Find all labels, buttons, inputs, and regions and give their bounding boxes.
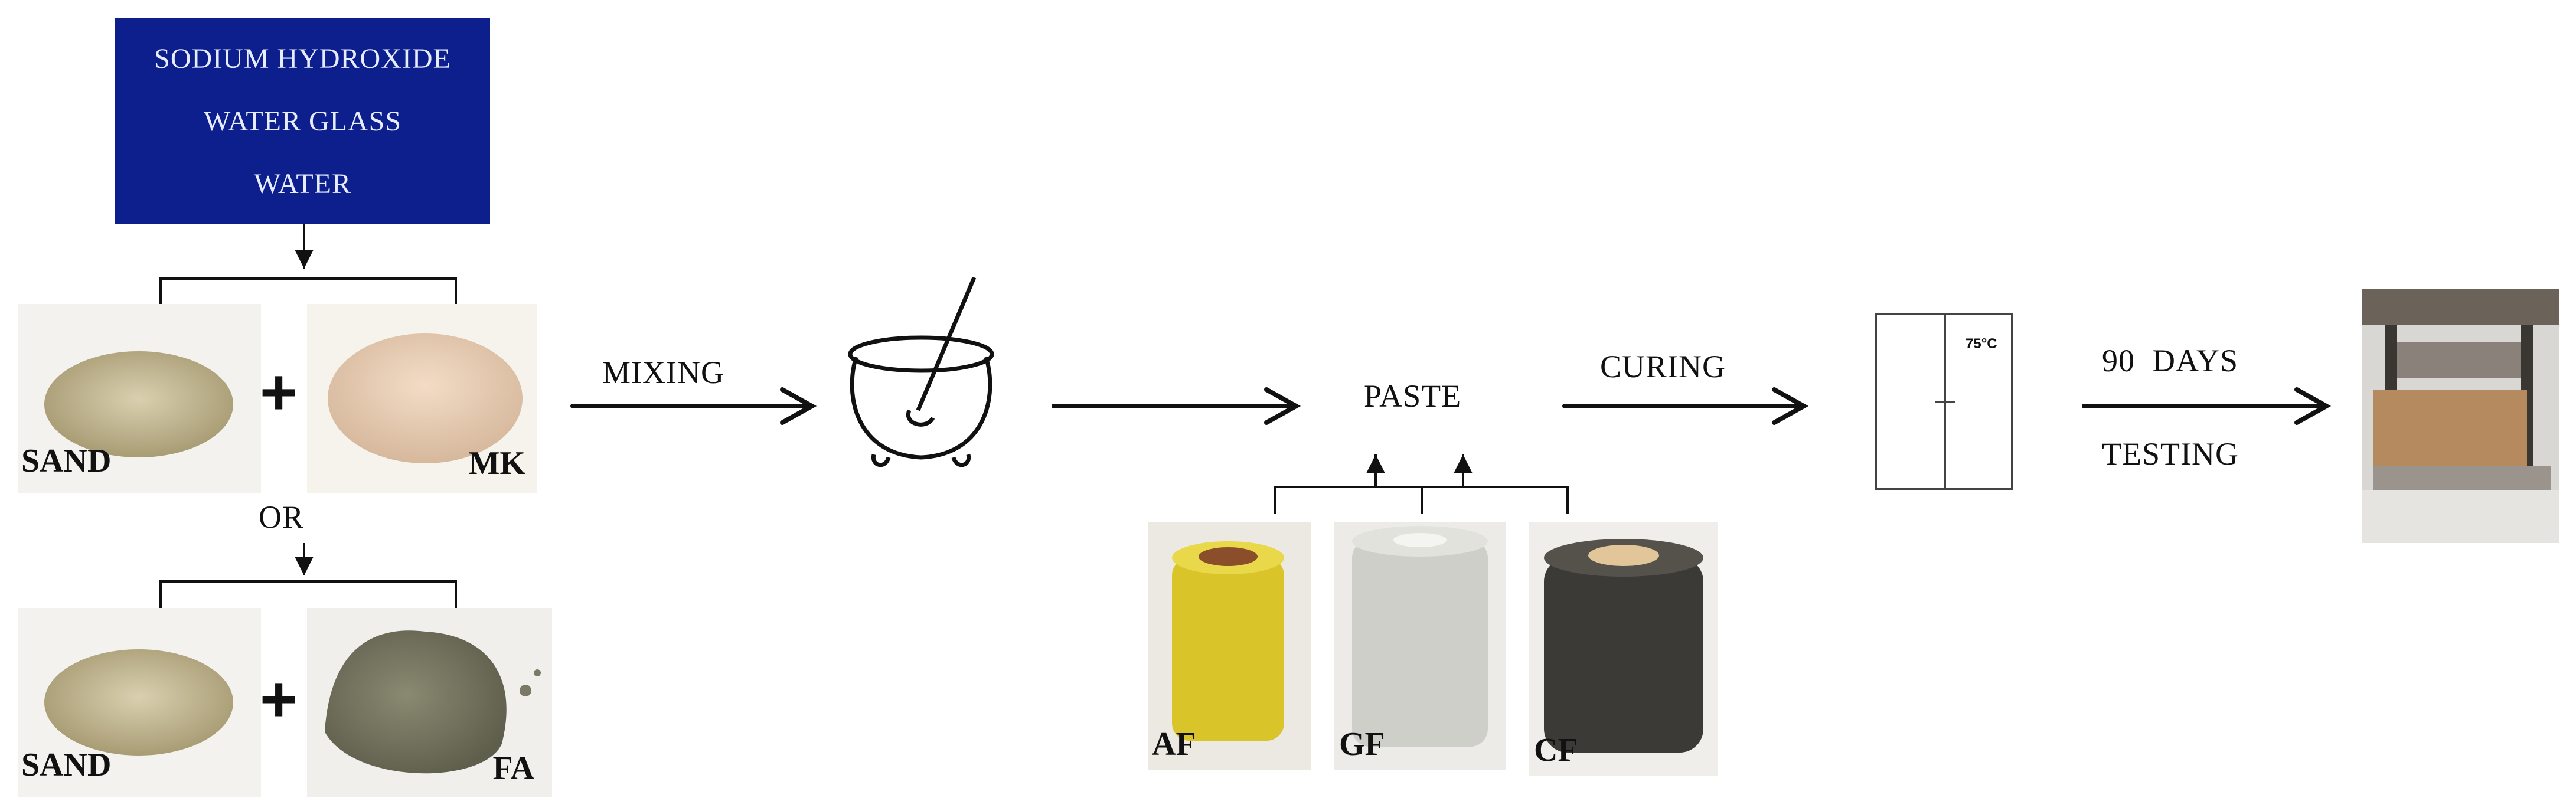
solution-line-2: WATER GLASS bbox=[203, 105, 402, 137]
testing-machine-photo bbox=[2362, 289, 2559, 543]
sand-label-bottom: SAND bbox=[21, 747, 112, 783]
alkaline-solution-box: SODIUM HYDROXIDE WATER GLASS WATER bbox=[115, 18, 490, 224]
mk-photo: MK bbox=[307, 304, 537, 493]
white-spool-image bbox=[1352, 526, 1488, 747]
cauldron-with-stirrer-icon bbox=[848, 277, 994, 467]
fa-label: FA bbox=[492, 750, 535, 787]
testing-label: TESTING bbox=[2102, 436, 2239, 472]
solution-line-3: WATER bbox=[254, 168, 351, 200]
sand-pile-image-2 bbox=[44, 649, 233, 756]
yellow-spool-image bbox=[1172, 541, 1284, 741]
oven-handle bbox=[1935, 401, 1955, 403]
days-label: 90 DAYS bbox=[2102, 343, 2239, 378]
mixing-label: MIXING bbox=[602, 355, 724, 390]
gf-label: GF bbox=[1339, 726, 1385, 763]
plus-top: + bbox=[260, 356, 298, 429]
fa-photo: FA bbox=[307, 608, 552, 797]
carbon-fiber-photo: CF bbox=[1529, 522, 1718, 776]
metakaolin-pile-image bbox=[328, 333, 523, 463]
mk-label: MK bbox=[468, 445, 525, 482]
testing-machine-image bbox=[2362, 289, 2559, 543]
cf-label: CF bbox=[1534, 732, 1578, 769]
sand-label-top: SAND bbox=[21, 443, 112, 479]
dark-spool-image bbox=[1544, 539, 1703, 753]
aramid-fiber-photo: AF bbox=[1148, 522, 1311, 770]
lower-bracket bbox=[159, 580, 457, 608]
sand-photo-top: SAND bbox=[18, 304, 261, 493]
sand-photo-bottom: SAND bbox=[18, 608, 261, 797]
upper-bracket bbox=[159, 277, 457, 304]
glass-fiber-photo: GF bbox=[1334, 522, 1506, 770]
or-label: OR bbox=[259, 499, 305, 535]
oven-icon: 75°C bbox=[1875, 313, 2013, 490]
solution-line-1: SODIUM HYDROXIDE bbox=[154, 42, 451, 74]
af-label: AF bbox=[1152, 726, 1196, 763]
curing-label: CURING bbox=[1600, 349, 1726, 384]
plus-bottom: + bbox=[260, 663, 298, 735]
sand-pile-image bbox=[44, 351, 233, 457]
oven-temp-label: 75°C bbox=[1966, 336, 1997, 352]
paste-label: PASTE bbox=[1364, 378, 1462, 414]
fly-ash-pile-image bbox=[325, 630, 541, 774]
